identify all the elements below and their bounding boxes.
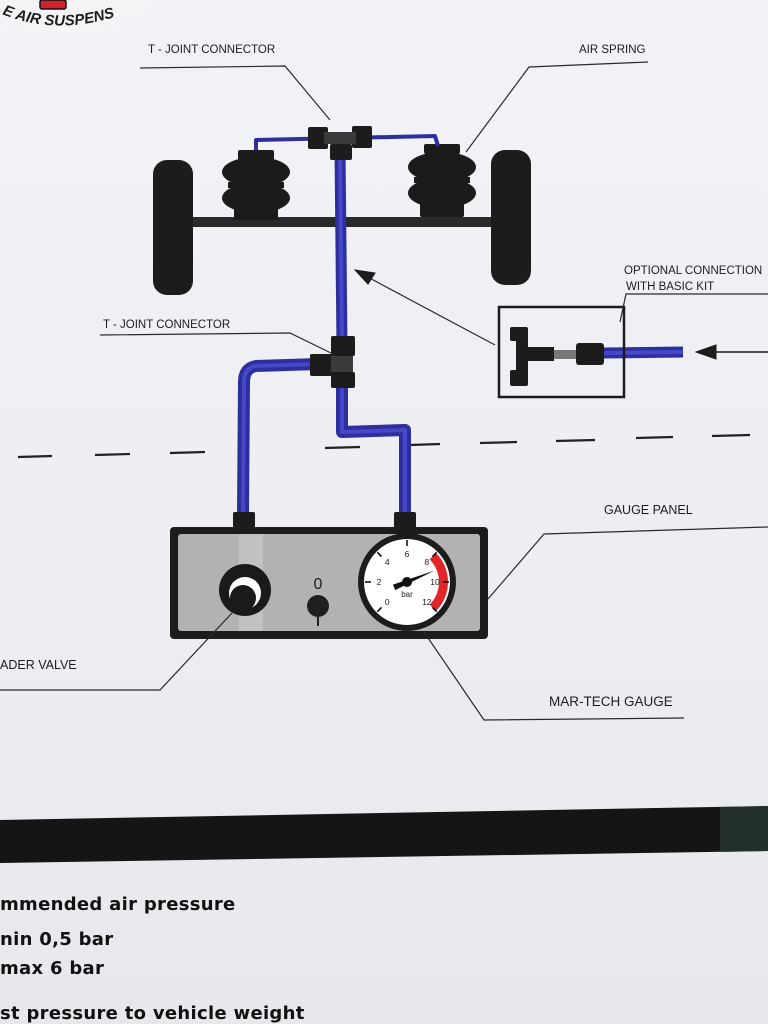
optional-kit-box: [497, 305, 626, 399]
gauge-hub: [402, 577, 412, 587]
mar-tech-gauge: 024 6 810 12 bar: [358, 533, 456, 631]
right-air-spring: [408, 144, 476, 217]
brand-logo: E AIR SUSPENS: [0, 0, 150, 35]
t-joint-middle: [310, 336, 355, 388]
label-t-joint-top: T - JOINT CONNECTOR: [148, 44, 275, 56]
gauge-tick-label: 0: [385, 597, 390, 607]
right-wheel: [491, 150, 531, 285]
label-air-spring: AIR SPRING: [579, 44, 646, 56]
footer-heading: mmended air pressure: [0, 894, 236, 915]
annotation-labels: T - JOINT CONNECTOR AIR SPRING OPTIONAL …: [0, 44, 762, 709]
gauge-tick: [376, 551, 383, 558]
gauge-tick-label: 12: [422, 597, 432, 607]
label-basic-kit: WITH BASIC KIT: [626, 281, 714, 293]
footer-adjust-note: st pressure to vehicle weight: [0, 1003, 305, 1024]
arrowheads: [353, 269, 768, 360]
air-lines: [237, 134, 684, 516]
label-mar-tech-gauge: MAR-TECH GAUGE: [549, 694, 673, 709]
gauge-unit: bar: [401, 590, 413, 599]
gauge-tick: [376, 606, 383, 613]
t-joint-top: [308, 126, 372, 160]
footer-min-pressure: nin 0,5 bar: [0, 929, 114, 950]
loader-valve: [219, 564, 271, 616]
left-wheel: [153, 160, 193, 295]
gauge-tick: [431, 551, 438, 558]
label-optional-connection: OPTIONAL CONNECTION: [624, 265, 762, 277]
switch-label: 0: [314, 576, 323, 593]
label-loader-valve: ADER VALVE: [0, 658, 77, 672]
left-air-spring: [222, 150, 290, 220]
leader-lines: [0, 61, 768, 721]
footer-max-pressure: max 6 bar: [0, 958, 105, 979]
gauge-tick: [431, 606, 438, 613]
footer-band: [0, 806, 768, 863]
gauge-tick-label: 10: [430, 577, 440, 587]
gauge-tick-label: 6: [405, 549, 410, 559]
gauge-tick-label: 2: [377, 577, 382, 587]
label-gauge-panel: GAUGE PANEL: [604, 503, 693, 517]
gauge-tick-label: 8: [424, 557, 429, 567]
vehicle-dashed-line: [17, 433, 751, 459]
gauge-tick-label: 4: [385, 557, 390, 567]
label-t-joint-middle: T - JOINT CONNECTOR: [103, 319, 230, 331]
shutoff-switch: 0: [307, 576, 329, 626]
gauge-red-zone: [429, 553, 448, 611]
